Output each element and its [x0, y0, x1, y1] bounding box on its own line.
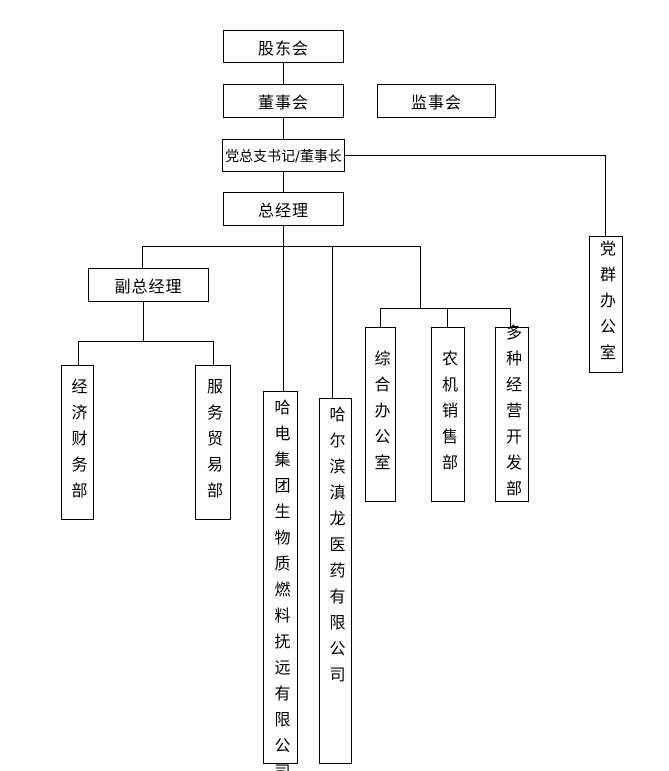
connector-gm-hadian-drop: [283, 226, 284, 391]
connector-dgm-horizontal: [78, 341, 214, 342]
node-board-of-directors: 董事会: [223, 84, 344, 118]
node-service-trade-dept-label: 服务贸易部: [204, 377, 223, 508]
node-service-trade-dept: 服务贸易部: [195, 365, 231, 520]
node-hadian-biomass-fuyuan-company-label: 哈电集团生物质燃料抚远有限公司: [271, 399, 291, 771]
connector-econfinance-drop: [78, 341, 79, 365]
node-economic-finance-dept: 经济财务部: [61, 365, 94, 520]
connector-diversified-drop: [510, 308, 511, 327]
node-harbin-dianlong-pharma-company: 哈尔滨滇龙医药有限公司: [319, 398, 352, 764]
connector-partymasses-drop: [605, 155, 606, 236]
connector-servicetrade-drop: [213, 341, 214, 365]
connector-shareholders-board: [283, 63, 284, 84]
node-party-masses-office-label: 党群办公室: [597, 239, 616, 370]
connector-dgm-drop: [142, 246, 143, 268]
node-general-manager: 总经理: [223, 192, 344, 226]
node-party-secretary-chairman: 党总支书记/董事长: [222, 139, 345, 172]
connector-deptgroup-horizontal: [380, 308, 510, 309]
node-economic-finance-dept-label: 经济财务部: [68, 377, 88, 508]
node-general-office-label: 综合办公室: [371, 349, 391, 480]
node-general-manager-label: 总经理: [257, 201, 309, 220]
node-board-of-directors-label: 董事会: [257, 93, 309, 112]
connector-partysecretary-right-horizontal: [344, 155, 605, 156]
connector-partysecretary-gm: [283, 172, 284, 192]
node-deputy-general-manager-label: 副总经理: [114, 277, 183, 296]
connector-agrisales-drop: [447, 308, 448, 327]
connector-dianlong-drop: [332, 246, 333, 398]
connector-dgm-down: [143, 302, 144, 341]
connector-deptgroup-drop: [420, 246, 421, 308]
node-general-office: 综合办公室: [365, 327, 396, 502]
connector-board-partysecretary: [283, 118, 284, 139]
node-supervisory-board-label: 监事会: [410, 93, 462, 112]
node-hadian-biomass-fuyuan-company: 哈电集团生物质燃料抚远有限公司: [263, 391, 298, 771]
node-supervisory-board: 监事会: [377, 84, 496, 118]
node-deputy-general-manager: 副总经理: [88, 268, 209, 302]
node-harbin-dianlong-pharma-company-label: 哈尔滨滇龙医药有限公司: [326, 406, 346, 692]
node-shareholders-meeting-label: 股东会: [257, 38, 309, 58]
node-diversified-operations-dev-dept-label: 多种经营开发部: [503, 323, 522, 506]
node-party-secretary-chairman-label: 党总支书记/董事长: [225, 148, 342, 165]
node-diversified-operations-dev-dept: 多种经营开发部: [495, 324, 529, 506]
node-agri-machinery-sales-dept: 农机销售部: [431, 327, 465, 502]
connector-generaloffice-drop: [380, 308, 381, 327]
node-agri-machinery-sales-dept-label: 农机销售部: [439, 349, 458, 480]
node-party-masses-office: 党群办公室: [589, 236, 623, 373]
node-shareholders-meeting: 股东会: [223, 30, 344, 63]
connector-gm-main-horizontal: [142, 246, 420, 247]
